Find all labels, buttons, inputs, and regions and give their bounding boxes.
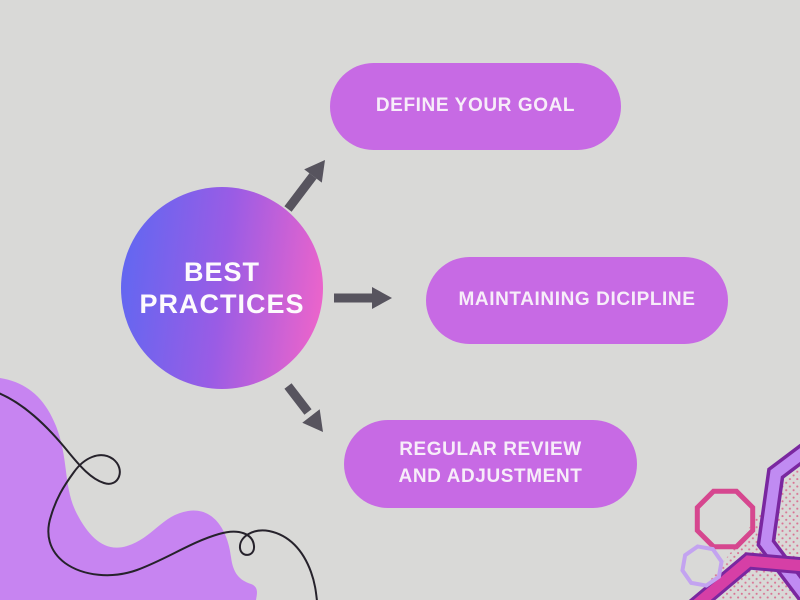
purple-blob (0, 378, 257, 600)
pink-octagon-icon (694, 488, 756, 550)
violet-octagon-icon (756, 421, 800, 600)
node-maintaining-dicipline: MAINTAINING DICIPLINE (426, 257, 728, 344)
squiggle-line-icon (0, 392, 318, 600)
arrow-right-icon (334, 287, 392, 309)
center-node-best-practices: BEST PRACTICES (121, 187, 323, 389)
arrow-down-right-icon (284, 383, 323, 432)
node-define-your-goal: DEFINE YOUR GOAL (330, 63, 621, 150)
node-label: REGULAR REVIEW AND ADJUSTMENT (398, 439, 583, 487)
arrow-up-right-icon (284, 160, 325, 212)
node-regular-review-and-adjustment: REGULAR REVIEW AND ADJUSTMENT (344, 420, 637, 508)
node-label: DEFINE YOUR GOAL (375, 95, 576, 117)
node-label: MAINTAINING DICIPLINE (458, 289, 696, 311)
center-node-label: BEST PRACTICES (139, 256, 305, 319)
lavender-octagon-icon (680, 544, 724, 588)
